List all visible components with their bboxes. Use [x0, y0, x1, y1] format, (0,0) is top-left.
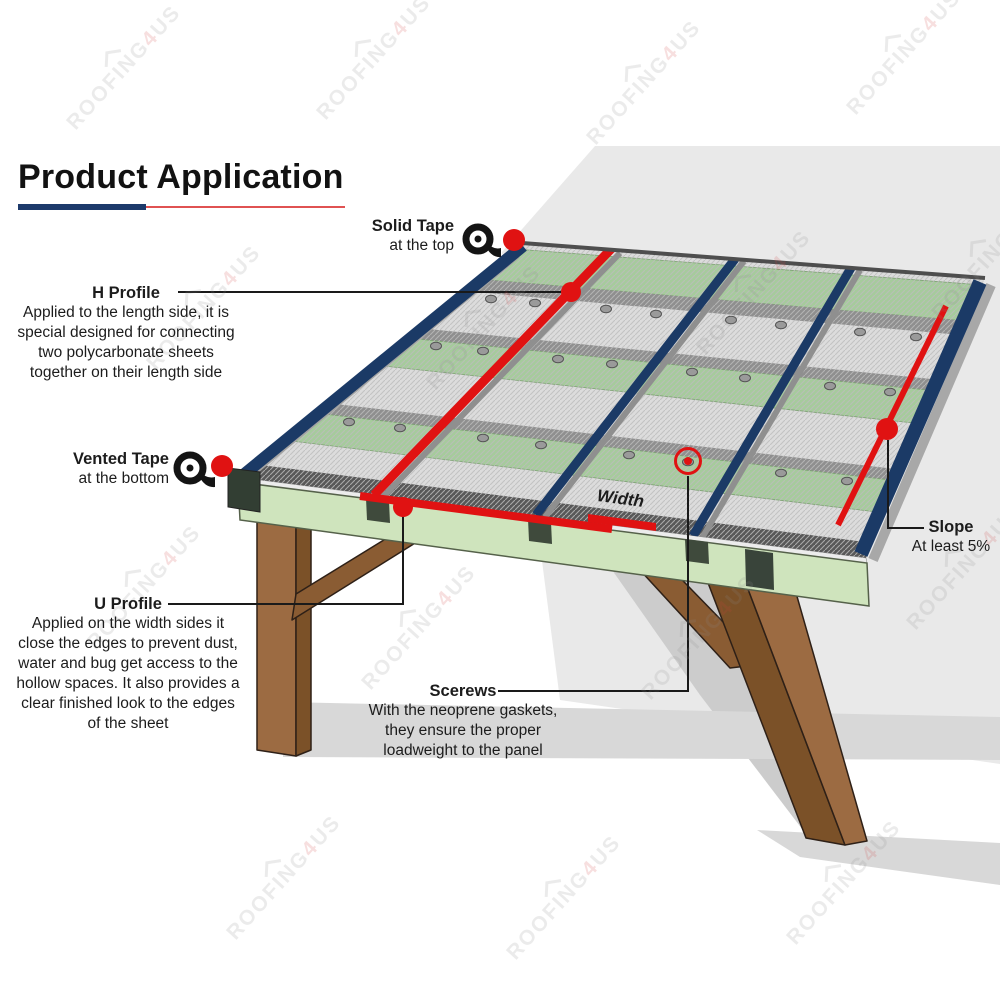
top-edge — [521, 241, 986, 280]
label-slope: Slope At least 5% — [901, 517, 1000, 557]
u-profile-line: Applied on the width sides it — [31, 615, 225, 632]
h-profile-line: Applied to the length side, it is — [23, 304, 229, 321]
h-profile-line: special designed for connecting — [17, 324, 235, 341]
u-profile-line: clear finished look to the edges — [21, 695, 235, 712]
screws-dots — [343, 294, 922, 486]
tape-roll-icon — [173, 451, 215, 488]
tape-roll-icon — [462, 223, 501, 258]
label-vented-tape: Vented Tape at the bottom — [45, 449, 169, 489]
label-solid-tape: Solid Tape at the top — [338, 216, 454, 256]
page-title: Product Application — [18, 158, 344, 196]
u-profile-line: close the edges to prevent dust, — [18, 635, 238, 652]
slope-leader — [887, 440, 924, 529]
u-profile-line: water and bug get access to the — [18, 655, 238, 672]
h-profile-rail — [532, 256, 739, 518]
h-profile-rail — [689, 265, 855, 539]
corner-cap — [227, 467, 261, 513]
roof-edges — [227, 241, 996, 562]
screw-highlight-ring — [674, 447, 702, 475]
screws-line: they ensure the proper — [385, 722, 541, 739]
title-underline-navy — [18, 204, 146, 210]
u-profile-line: hollow spaces. It also provides a — [16, 675, 240, 692]
label-h-profile: H Profile Applied to the length side, it… — [0, 283, 252, 383]
rafter-end — [528, 519, 552, 544]
u-profile-line: of the sheet — [87, 715, 169, 732]
rafter-end — [685, 539, 709, 564]
vented-tape-subtitle: at the bottom — [78, 470, 169, 487]
title-underline-red — [146, 206, 345, 208]
label-screws: Scerews With the neoprene gaskets, they … — [360, 681, 566, 761]
u-profile-leader — [168, 516, 404, 605]
h-profile-rails — [379, 250, 863, 540]
h-profile-line: two polycarbonate sheets — [38, 344, 214, 361]
rafter-end — [745, 549, 774, 590]
slope-red-line — [835, 304, 949, 527]
rafter-end — [366, 498, 390, 523]
post-ground-shadow — [757, 830, 1000, 885]
label-u-profile: U Profile Applied on the width sides it … — [0, 594, 256, 734]
red-endpoint-dots — [211, 229, 898, 517]
width-red-bar — [588, 514, 656, 531]
solid-tape-subtitle: at the top — [389, 237, 454, 254]
h-profile-line: together on their length side — [29, 364, 223, 381]
screws-line: With the neoprene gaskets, — [368, 702, 558, 719]
u-profile-title: U Profile — [94, 595, 162, 613]
slope-subtitle: At least 5% — [911, 538, 991, 555]
solid-tape-title: Solid Tape — [371, 217, 454, 235]
h-profile-title: H Profile — [92, 284, 160, 302]
leader-lines — [168, 291, 924, 692]
screws-leader — [498, 476, 689, 692]
vented-tape-title: Vented Tape — [73, 450, 169, 468]
screws-title: Scerews — [429, 682, 497, 700]
left-edge-profile — [238, 241, 527, 481]
screws-line: loadweight to the panel — [383, 742, 543, 759]
right-edge-profile — [854, 279, 987, 557]
slope-title: Slope — [928, 518, 974, 536]
